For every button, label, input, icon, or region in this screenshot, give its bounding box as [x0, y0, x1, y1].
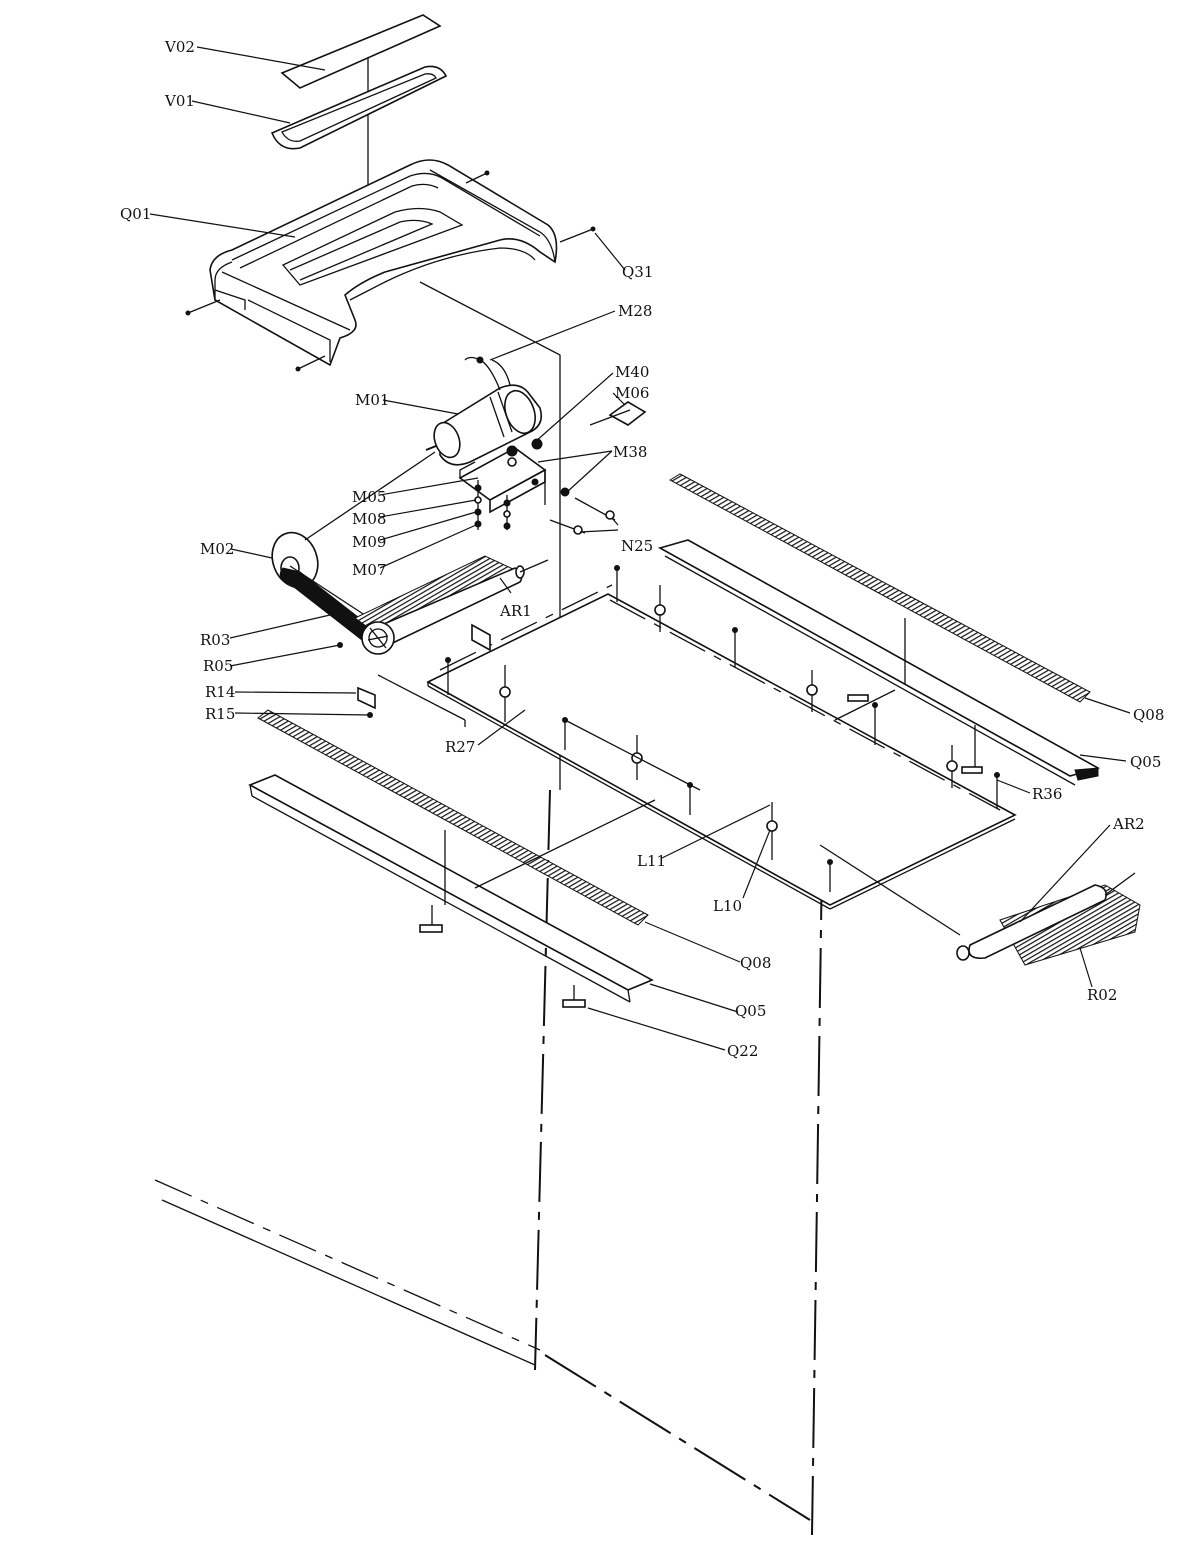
- deck-bolts: [445, 565, 1000, 892]
- motor-mount-hardware: [474, 401, 647, 535]
- label-v01: V01: [164, 92, 195, 110]
- label-r15: R15: [205, 705, 235, 723]
- label-n25: N25: [621, 537, 653, 555]
- label-r03: R03: [200, 631, 230, 649]
- label-m07: M07: [352, 561, 386, 579]
- label-q01: Q01: [120, 205, 151, 223]
- label-q22: Q22: [727, 1042, 758, 1060]
- label-m06: M06: [615, 384, 649, 402]
- label-r14: R14: [205, 683, 235, 701]
- label-r02: R02: [1087, 986, 1117, 1004]
- label-v02: V02: [164, 38, 195, 56]
- right-running-strip-q08: [668, 473, 1091, 703]
- left-running-strip-q08: [257, 709, 649, 926]
- label-m40: M40: [615, 363, 649, 381]
- right-side-rail-q05: [657, 539, 1101, 786]
- deck-r27: [426, 584, 1017, 910]
- label-r36: R36: [1032, 785, 1062, 803]
- drive-motor-m01: [425, 356, 543, 466]
- left-side-rail-q05: [248, 774, 656, 1008]
- deck-brackets: [357, 623, 491, 727]
- label-m38: M38: [613, 443, 647, 461]
- label-q08-right: Q08: [1133, 706, 1164, 724]
- label-q31: Q31: [622, 263, 653, 281]
- label-q05-left: Q05: [735, 1002, 766, 1020]
- hood-screws: [185, 170, 596, 372]
- callout-labels: V02 V01 Q01 Q31 M28 M40 M06 M01 M38 M05 …: [120, 38, 1164, 1060]
- label-m28: M28: [618, 302, 652, 320]
- label-ar2: AR2: [1112, 815, 1145, 833]
- label-m02: M02: [200, 540, 234, 558]
- label-l10: L10: [713, 897, 742, 915]
- rear-roller-ar2: [819, 844, 1141, 966]
- label-l11: L11: [637, 852, 666, 870]
- label-m01: M01: [355, 391, 389, 409]
- label-q05-right: Q05: [1130, 753, 1161, 771]
- front-roller-ar1: [354, 555, 549, 655]
- leader-lines: [149, 46, 1131, 1051]
- label-r05: R05: [203, 657, 233, 675]
- label-q08-left: Q08: [740, 954, 771, 972]
- label-r27: R27: [445, 738, 475, 756]
- label-ar1: AR1: [499, 602, 532, 620]
- label-m05: M05: [352, 488, 386, 506]
- label-m08: M08: [352, 510, 386, 528]
- motor-hood-q01: [209, 159, 558, 367]
- label-m09: M09: [352, 533, 386, 551]
- decal-v01: [270, 65, 448, 150]
